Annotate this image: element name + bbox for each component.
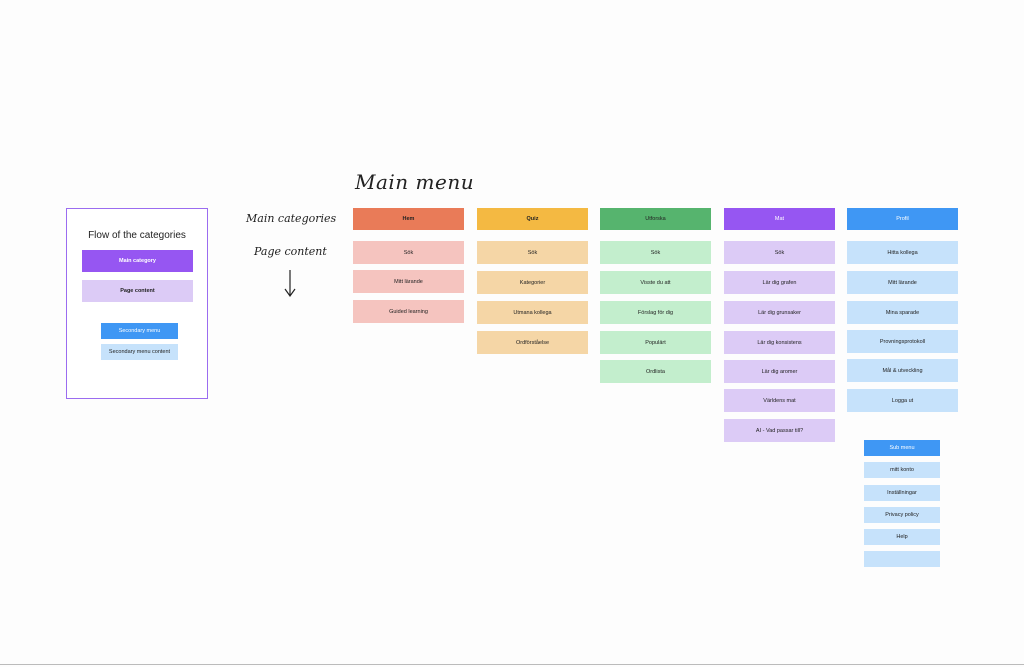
main-categories-label: Main categories (246, 212, 337, 225)
submenu-item-empty[interactable] (864, 551, 940, 567)
mat-item-varldens-mat[interactable]: Världens mat (724, 389, 835, 412)
submenu-header[interactable]: Sub menu (864, 440, 940, 456)
profil-item-provningsprotokoll[interactable]: Provningsprotokoll (847, 330, 958, 353)
page-content-label: Page content (254, 245, 327, 258)
hem-item-sok[interactable]: Sök (353, 241, 464, 264)
utforska-item-ordlista[interactable]: Ordlista (600, 360, 711, 383)
mat-item-ai-vad-passar-till[interactable]: AI - Vad passar till? (724, 419, 835, 442)
profil-item-mitt-larande[interactable]: Mitt lärande (847, 271, 958, 294)
utforska-item-populart[interactable]: Populärt (600, 331, 711, 354)
submenu-item-privacy-policy[interactable]: Privacy policy (864, 507, 940, 523)
quiz-item-sok[interactable]: Sök (477, 241, 588, 264)
profil-item-logga-ut[interactable]: Logga ut (847, 389, 958, 412)
legend-secondary-menu-content: Secondary menu content (101, 344, 178, 360)
mat-item-sok[interactable]: Sök (724, 241, 835, 264)
quiz-item-kategorier[interactable]: Kategorier (477, 271, 588, 294)
submenu-item-help[interactable]: Help (864, 529, 940, 545)
profil-item-hitta-kollega[interactable]: Hitta kollega (847, 241, 958, 264)
legend-card: Flow of the categories Main category Pag… (66, 208, 208, 399)
column-header-hem[interactable]: Hem (353, 208, 464, 230)
legend-page-content: Page content (82, 280, 193, 302)
submenu-item-installningar[interactable]: Inställningar (864, 485, 940, 501)
canvas-bottom-divider (0, 664, 1024, 665)
legend-secondary-menu: Secondary menu (101, 323, 178, 339)
hem-item-guided-learning[interactable]: Guided learning (353, 300, 464, 323)
column-header-profil[interactable]: Profil (847, 208, 958, 230)
quiz-item-ordforstaelse[interactable]: Ordförståelse (477, 331, 588, 354)
column-header-quiz[interactable]: Quiz (477, 208, 588, 230)
submenu-item-mitt-konto[interactable]: mitt konto (864, 462, 940, 478)
utforska-item-sok[interactable]: Sök (600, 241, 711, 264)
hem-item-mitt-larande[interactable]: Mitt lärande (353, 270, 464, 293)
utforska-item-forslag-for-dig[interactable]: Förslag för dig (600, 301, 711, 324)
profil-item-mina-sparade[interactable]: Mina sparade (847, 301, 958, 324)
mat-item-lar-dig-grunsaker[interactable]: Lär dig grunsaker (724, 301, 835, 324)
quiz-item-utmana-kollega[interactable]: Utmana kollega (477, 301, 588, 324)
mat-item-lar-dig-grafen[interactable]: Lär dig grafen (724, 271, 835, 294)
column-header-utforska[interactable]: Utforska (600, 208, 711, 230)
legend-title: Flow of the categories (88, 230, 186, 241)
column-header-mat[interactable]: Mat (724, 208, 835, 230)
utforska-item-visste-du-att[interactable]: Visste du att (600, 271, 711, 294)
legend-main-category: Main category (82, 250, 193, 272)
profil-item-mal-utveckling[interactable]: Mål & utveckling (847, 359, 958, 382)
mat-item-lar-dig-aromer[interactable]: Lär dig aromer (724, 360, 835, 383)
main-menu-title: Main menu (355, 170, 475, 194)
down-arrow-icon (284, 270, 296, 298)
mat-item-lar-dig-konsistens[interactable]: Lär dig konsistens (724, 331, 835, 354)
